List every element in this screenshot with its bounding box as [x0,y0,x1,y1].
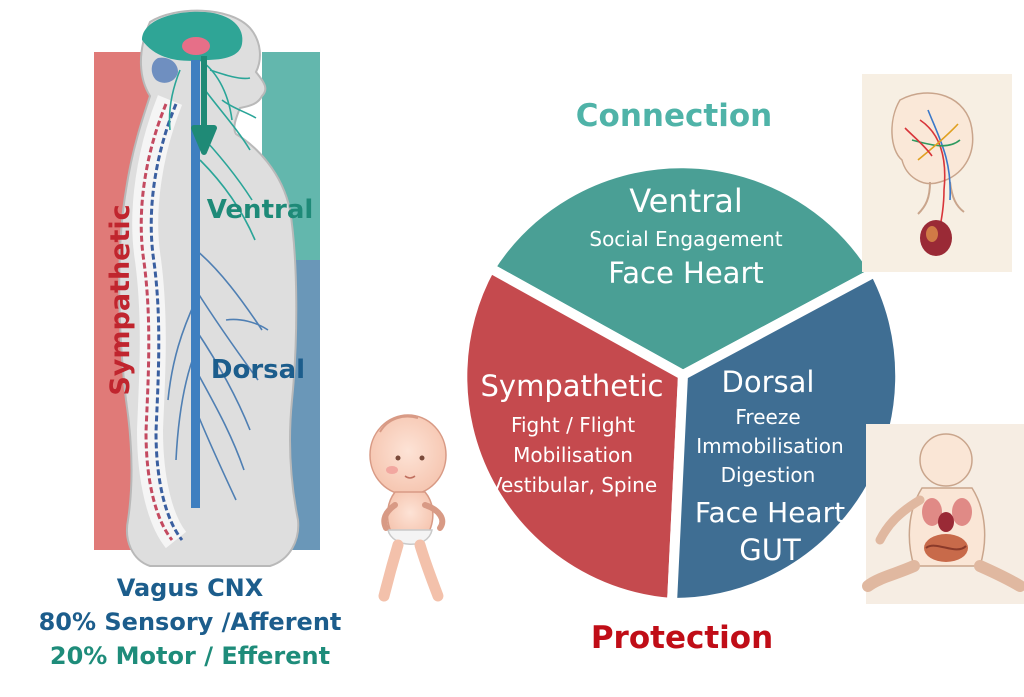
sympathetic-segment [457,263,688,608]
sympathetic-line-2: Mobilisation [513,443,633,467]
dorsal-line-5: GUT [739,533,801,567]
sympathetic-title: Sympathetic [481,369,664,403]
ventral-label: Ventral [207,195,314,225]
down-arrow-icon [191,56,217,155]
caption-line-3: 20% Motor / Efferent [50,642,330,670]
vagus-bar [191,60,200,508]
dorsal-title: Dorsal [722,365,815,399]
dorsal-line-4: Face Heart [695,496,845,529]
spine-nerve-red [139,103,174,541]
baby-illustration [369,414,447,602]
spine-curve [132,95,187,549]
caption-line-2: 80% Sensory /Afferent [39,608,342,636]
dorsal-label: Dorsal [211,355,305,385]
protection-label: Protection [591,620,773,656]
dorsal-line-1: Freeze [735,405,800,429]
sympathetic-line-3: Vestibular, Spine [489,473,657,497]
sympathetic-line-1: Fight / Flight [511,413,635,437]
caption-line-1: Vagus CNX [117,574,264,602]
sympathetic-side-label: Sympathetic [105,204,136,395]
head-nerves-illustration [862,74,1012,272]
cerebellum-shape [151,57,178,83]
spine-nerve-blue [149,103,184,541]
seated-child-organs-illustration [862,424,1024,604]
dorsal-line-2: Immobilisation [696,434,843,458]
polyvagal-circle: Connection Ventral Social Engagement Fac… [457,98,906,656]
left-body-panel: Sympathetic Ventral Dorsal Vagus CNX 80%… [39,9,342,670]
connection-label: Connection [576,98,772,134]
brain-shape [142,11,243,61]
ventral-line-2: Face Heart [608,256,764,290]
ventral-title: Ventral [629,182,743,220]
dorsal-line-3: Digestion [721,463,816,487]
brainstem-shape [182,37,210,55]
ventral-line-1: Social Engagement [589,227,782,251]
